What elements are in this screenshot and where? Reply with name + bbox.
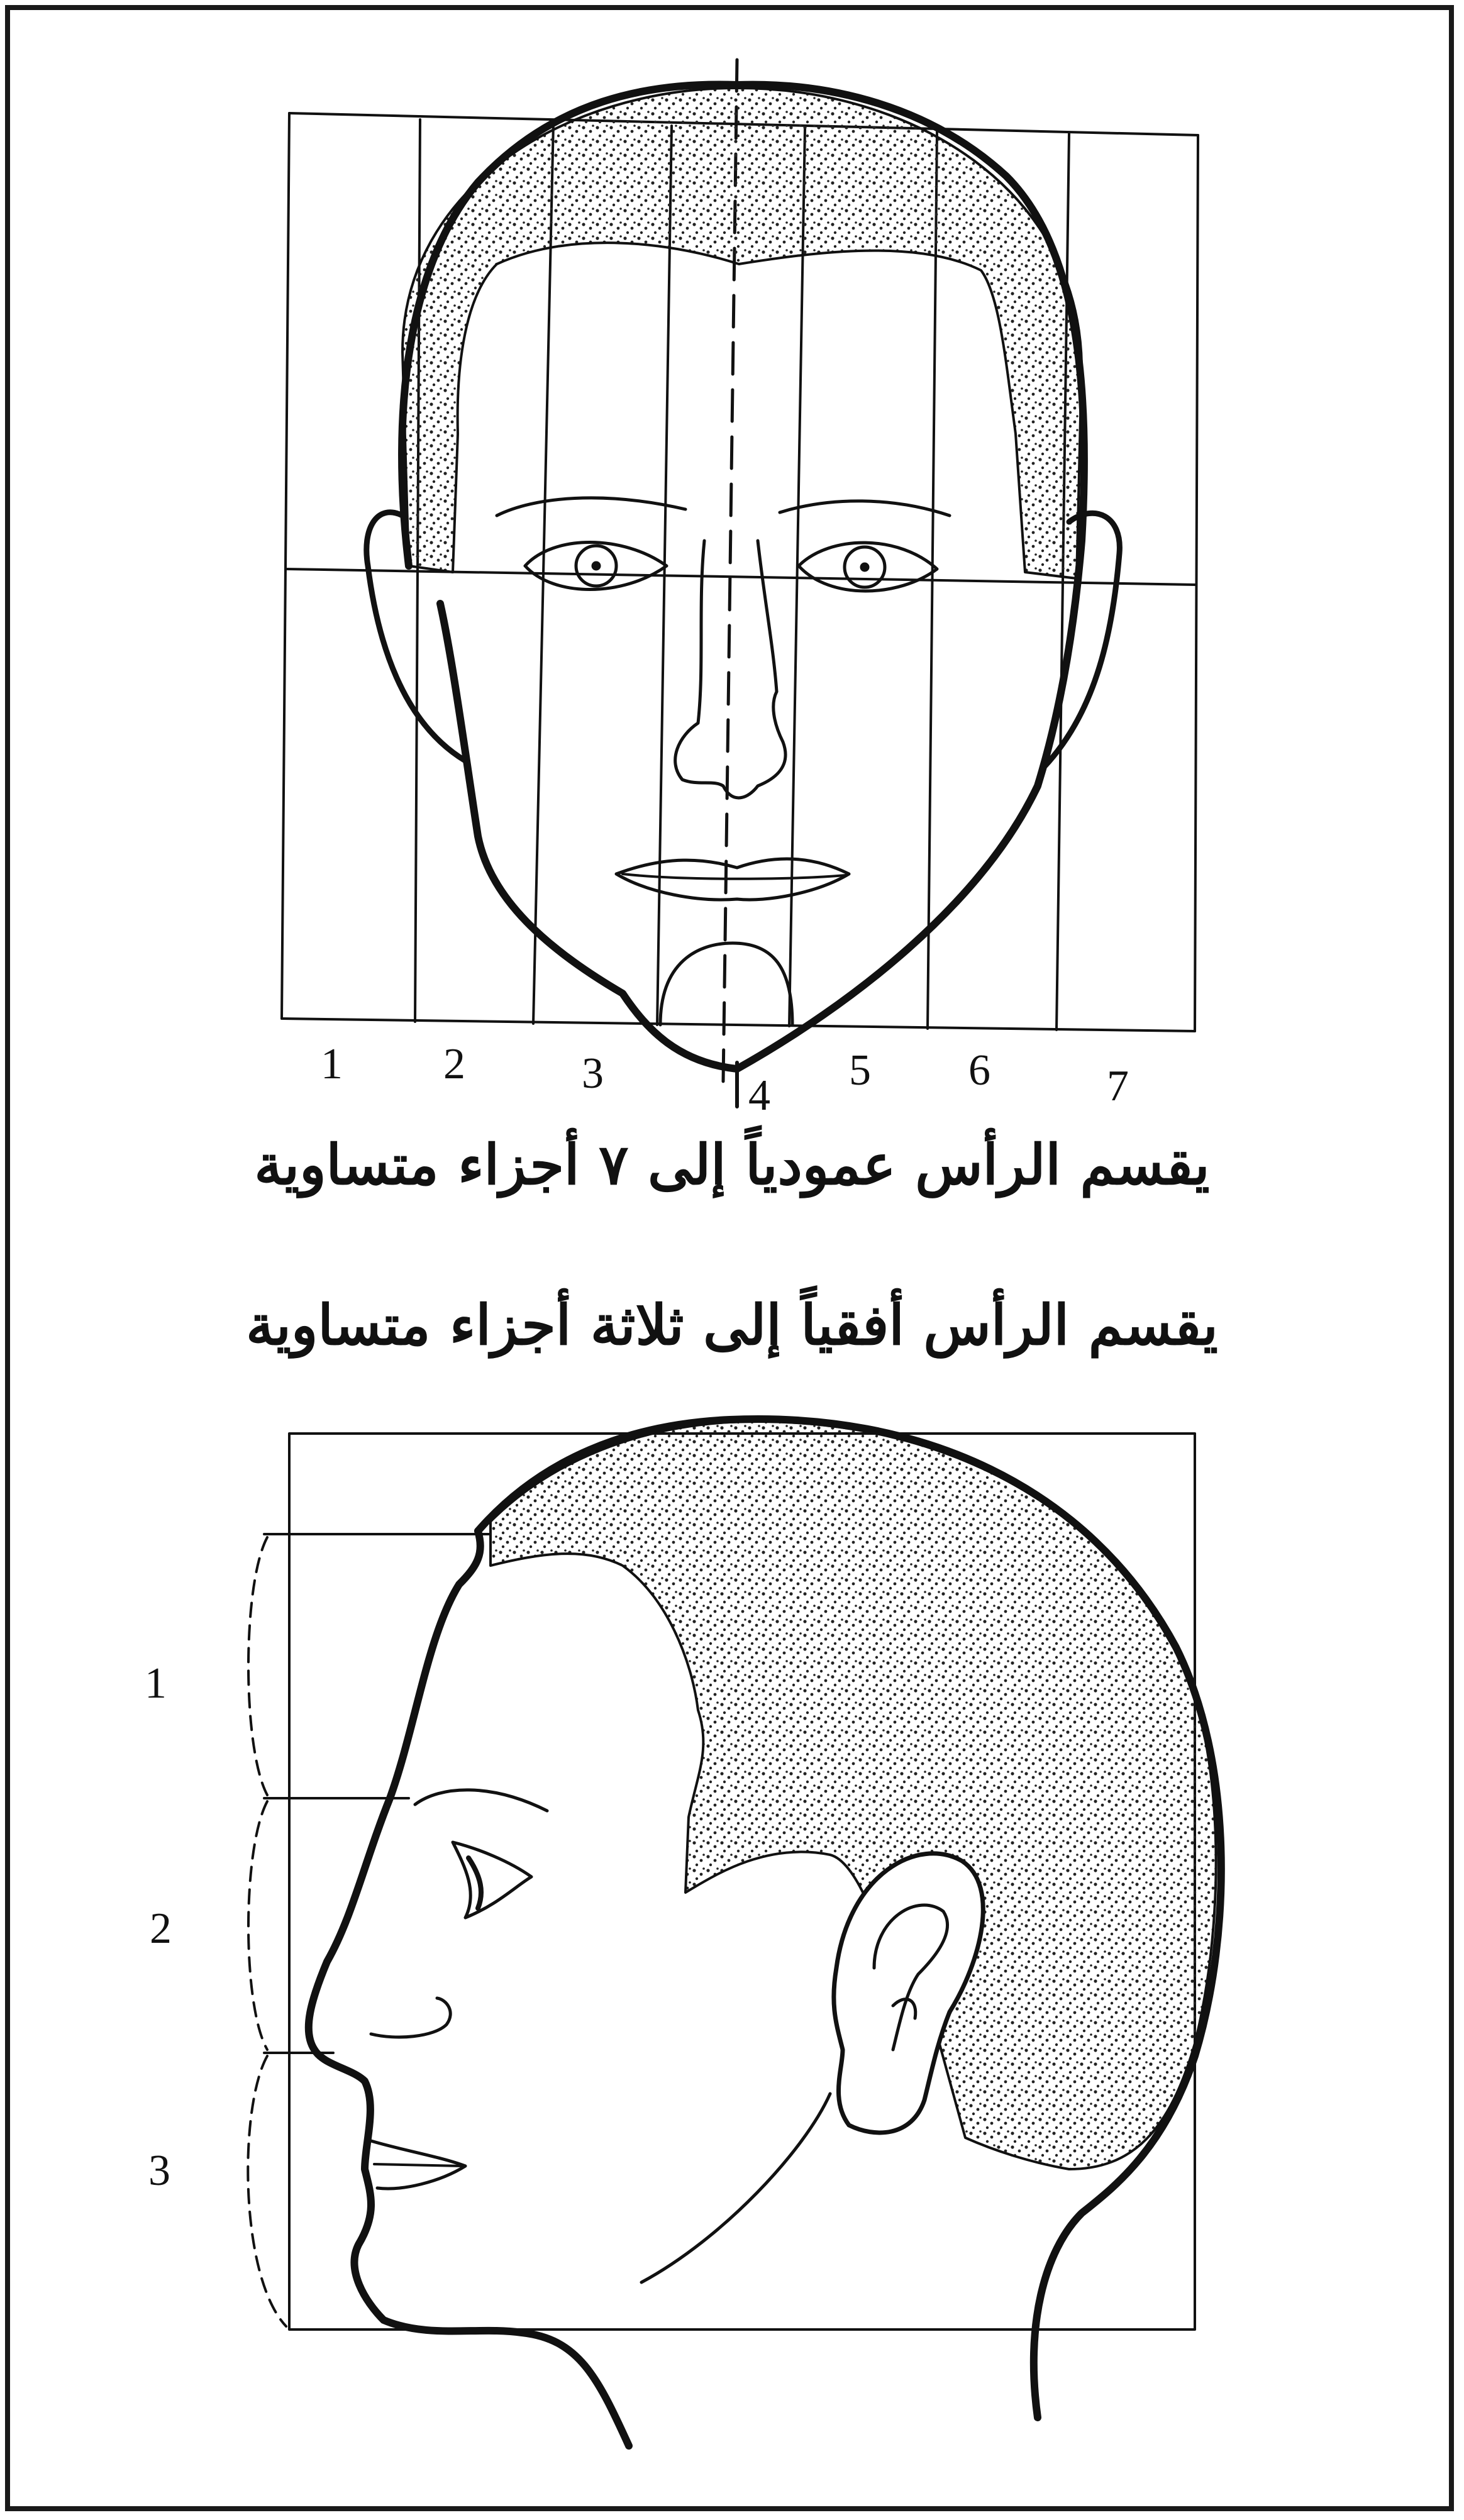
nose-bridge [758, 541, 777, 692]
side-nostril [371, 1998, 450, 2037]
row-number-1: 1 [145, 1659, 167, 1708]
column-number-4: 4 [748, 1071, 770, 1120]
row-number-2: 2 [150, 1904, 172, 1953]
brace-1 [248, 1537, 267, 1795]
brace-2 [248, 1801, 267, 2050]
neck-guide [928, 2131, 931, 2238]
front-grid-right-line [1195, 135, 1198, 1031]
caption-horizontal-division: يقسم الرأس أفقياً إلى ثلاثة أجزاء متساوي… [0, 1292, 1464, 1357]
column-number-7: 7 [1107, 1062, 1129, 1110]
front-head-diagram [282, 60, 1198, 1107]
column-number-5: 5 [849, 1046, 871, 1095]
front-grid-left-line [282, 113, 289, 1019]
row-number-3: 3 [148, 2147, 170, 2195]
face-profile [309, 1531, 629, 2446]
side-eyebrow [415, 1790, 547, 1811]
right-eyebrow [780, 501, 950, 516]
left-eyebrow [497, 498, 685, 516]
side-eye [453, 1842, 531, 1918]
caption-vertical-division: يقسم الرأس عمودياً إلى ٧ أجزاء متساوية [0, 1132, 1464, 1197]
lip-line [623, 874, 846, 879]
column-number-2: 2 [443, 1040, 465, 1088]
side-lip-line [374, 2164, 462, 2166]
right-pupil [860, 563, 869, 572]
side-row-numbers: 1 2 3 [145, 1659, 172, 2195]
column-number-1: 1 [321, 1040, 343, 1088]
side-head-diagram [248, 1419, 1221, 2446]
brace-3 [248, 2056, 286, 2326]
column-number-3: 3 [582, 1049, 604, 1098]
left-pupil [592, 561, 601, 570]
jaw-line [641, 2094, 830, 2282]
column-number-6: 6 [968, 1046, 990, 1095]
